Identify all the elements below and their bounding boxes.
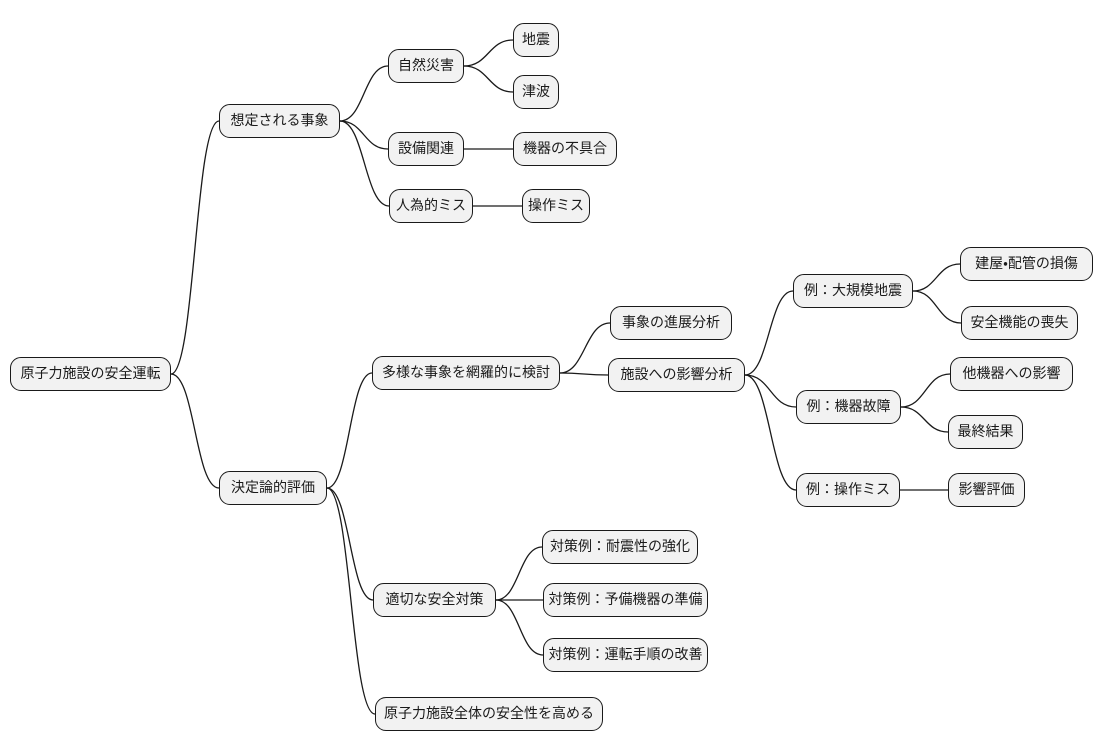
mindmap-node-root: 原子力施設の安全運転: [10, 357, 171, 391]
mindmap-node-impact-eval: 影響評価: [948, 473, 1025, 507]
mindmap-node-malfunction: 機器の不具合: [513, 132, 617, 166]
mindmap-node-safety-loss: 安全機能の喪失: [961, 306, 1078, 340]
mindmap-node-earthquake: 地震: [513, 23, 559, 57]
mindmap-node-comprehensive: 多様な事象を網羅的に検討: [372, 356, 560, 390]
mindmap-node-backup-equipment: 対策例：予備機器の準備: [543, 583, 708, 617]
mindmap-node-overall-safety: 原子力施設全体の安全性を高める: [375, 697, 603, 731]
mindmap-node-building-damage: 建屋・配管の損傷: [960, 247, 1093, 281]
mindmap-node-progression: 事象の進展分析: [610, 306, 732, 340]
mindmap-node-final-result: 最終結果: [948, 415, 1023, 449]
mindmap-node-operation-miss: 操作ミス: [522, 189, 590, 223]
mindmap-node-facility-impact: 施設への影響分析: [608, 358, 745, 392]
mindmap-node-natural-disaster: 自然災害: [388, 49, 464, 83]
mindmap-node-assumed-events: 想定される事象: [219, 104, 340, 138]
mindmap-node-ex-failure: 例：機器故障: [796, 390, 901, 424]
mindmap-node-ex-operation: 例：操作ミス: [796, 473, 900, 507]
mindmap-node-tsunami: 津波: [513, 75, 559, 109]
mindmap-node-procedure-improve: 対策例：運転手順の改善: [543, 638, 708, 672]
mindmap-node-countermeasures: 適切な安全対策: [373, 583, 496, 617]
mindmap-node-equipment: 設備関連: [388, 132, 464, 166]
mindmap-node-human-error: 人為的ミス: [389, 189, 473, 223]
mindmap-node-deterministic: 決定論的評価: [219, 471, 327, 505]
mindmap-node-ex-earthquake: 例：大規模地震: [793, 274, 913, 308]
mindmap-node-other-devices: 他機器への影響: [950, 357, 1073, 391]
mindmap-node-seismic-reinforce: 対策例：耐震性の強化: [542, 530, 698, 564]
